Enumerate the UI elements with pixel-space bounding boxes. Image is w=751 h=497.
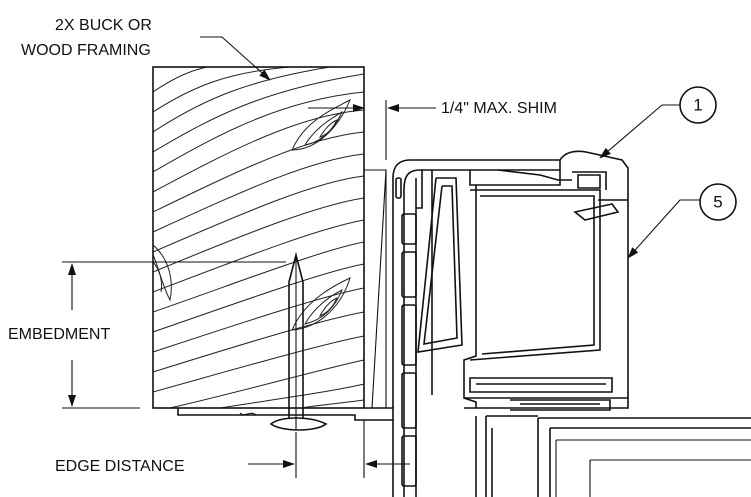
dimension-lines (62, 36, 700, 478)
edge-distance-label: EDGE DISTANCE (55, 458, 185, 475)
callout-number-5: 5 (713, 193, 722, 212)
embedment-label: EMBEDMENT (8, 326, 110, 343)
wood-buck (152, 66, 365, 409)
fastener-screw (269, 251, 328, 431)
callout-number-1: 1 (693, 96, 702, 115)
callout-bubble-1: 1 (679, 86, 717, 124)
shim (364, 169, 387, 409)
shim-label: 1/4" MAX. SHIM (441, 100, 557, 117)
callout-bubble-5: 5 (699, 183, 737, 221)
window-frame-profile (177, 150, 751, 497)
wood-grain (153, 67, 364, 408)
framing-label-line2: WOOD FRAMING (21, 42, 151, 59)
framing-label-line1: 2X BUCK OR (55, 17, 152, 34)
